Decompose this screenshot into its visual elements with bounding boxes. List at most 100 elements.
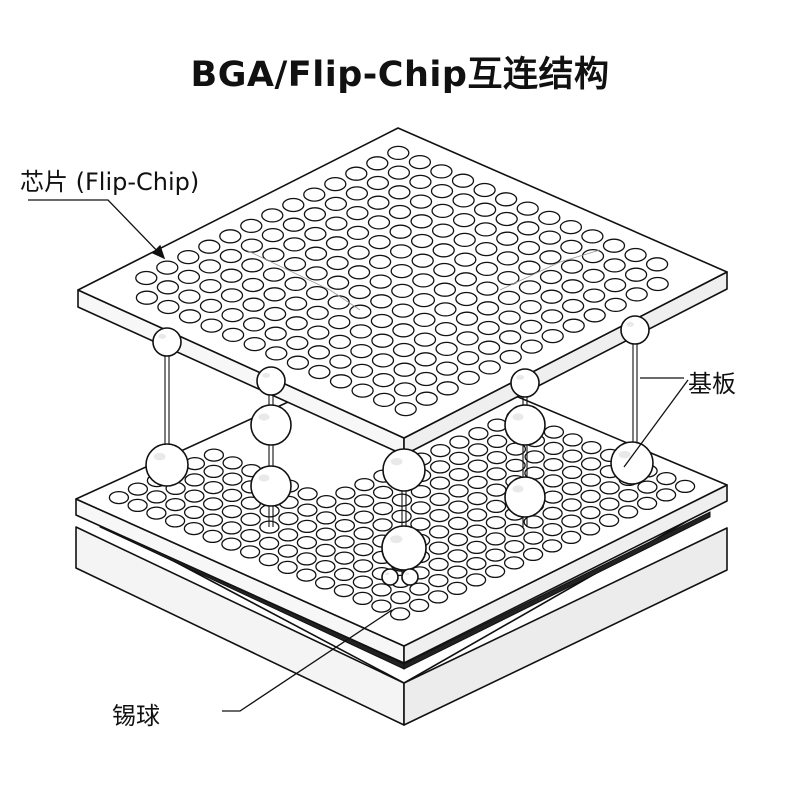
chip-pad — [517, 240, 541, 256]
substrate-pad — [352, 575, 374, 589]
chip-pad — [453, 232, 476, 248]
substrate-pad — [203, 464, 224, 479]
chip-pad — [411, 253, 434, 268]
chip-pad — [499, 349, 522, 365]
substrate-pad — [239, 545, 261, 559]
chip-pad — [497, 290, 521, 306]
substrate-pad — [523, 531, 544, 545]
substrate-pad — [637, 480, 658, 494]
substrate-pad — [354, 477, 375, 492]
substrate-pad — [315, 511, 337, 525]
substrate-pad — [503, 556, 525, 570]
chip-pad — [389, 244, 413, 259]
solder-ball — [152, 327, 182, 357]
chip-pad — [538, 230, 562, 245]
solder-ball-highlight — [404, 572, 410, 576]
substrate-pad — [314, 576, 336, 590]
chip-pad — [219, 248, 243, 264]
chip-pad — [430, 164, 453, 179]
chip-pad — [156, 280, 180, 295]
substrate-pad — [127, 482, 149, 496]
substrate-pad — [580, 489, 601, 504]
substrate-pad — [465, 573, 487, 587]
chip-pad — [583, 308, 606, 323]
chip-pad — [539, 250, 562, 265]
chip-pad — [282, 217, 306, 232]
substrate-pad — [221, 488, 243, 503]
substrate-pad — [674, 479, 696, 494]
substrate-pad — [202, 513, 224, 527]
chip-pad — [219, 229, 242, 244]
substrate-pad — [430, 443, 451, 458]
substrate-pad — [333, 567, 355, 582]
chip-pad — [347, 265, 371, 280]
chip-pad — [263, 306, 287, 322]
chip-pad — [200, 318, 223, 333]
substrate-pad — [296, 568, 317, 582]
substrate-pad — [446, 581, 468, 596]
substrate-pad — [580, 505, 601, 520]
chip-pad — [415, 391, 438, 406]
chip-pad — [284, 296, 308, 311]
substrate-pad — [448, 467, 470, 482]
chip-pad — [349, 324, 373, 339]
chip-pad — [372, 392, 396, 408]
substrate-pad — [448, 500, 469, 514]
substrate-pad — [448, 451, 470, 466]
chip-pad — [560, 239, 583, 255]
solder-ball — [250, 465, 292, 507]
chip-pad — [645, 257, 669, 272]
chip-pad — [624, 247, 647, 263]
chip-pad — [413, 332, 437, 347]
substrate-pad — [543, 425, 565, 439]
solder-ball-highlight — [390, 457, 403, 466]
chip-pad — [345, 186, 369, 201]
chip-pad — [410, 214, 433, 229]
chip-pad — [388, 185, 411, 200]
substrate-pad-grid — [108, 409, 696, 621]
chip-pad — [366, 156, 389, 171]
substrate-pad — [599, 481, 620, 495]
substrate-pad — [410, 517, 431, 531]
substrate-pad — [562, 433, 583, 447]
chip-pad — [262, 267, 286, 282]
chip-pad — [541, 328, 564, 344]
chip-pad — [476, 281, 499, 296]
substrate-pad — [353, 494, 375, 508]
chip-pad — [434, 302, 457, 317]
substrate-pad — [504, 539, 525, 554]
chip-pad — [409, 194, 433, 209]
substrate-pad — [296, 519, 318, 534]
solder-ball — [504, 404, 546, 446]
chip-leader-line — [28, 199, 165, 259]
substrate-pad — [466, 524, 488, 538]
chip-pad — [370, 294, 393, 309]
chip-pad — [178, 289, 201, 304]
chip-pad — [264, 326, 287, 341]
chip-pad — [559, 219, 583, 235]
chip-pad — [581, 248, 605, 264]
chip-pad — [561, 279, 584, 294]
chip-pad — [305, 285, 329, 301]
substrate-pad — [221, 521, 242, 535]
solder-ball — [381, 525, 427, 571]
chip-pad — [156, 260, 179, 275]
substrate-pad — [656, 471, 677, 486]
chip-pad — [540, 309, 564, 324]
substrate-pad — [447, 565, 468, 579]
substrate-pad — [277, 528, 299, 542]
chip-pad — [517, 221, 540, 236]
chip-pad — [474, 222, 497, 237]
solder-ball-highlight — [626, 321, 635, 327]
substrate-pad — [485, 499, 507, 514]
chip-pad-grid — [135, 145, 669, 417]
substrate-pad — [428, 541, 450, 555]
substrate-pad — [447, 532, 469, 547]
substrate-pad — [352, 559, 374, 573]
chip-pad — [603, 277, 627, 293]
chip-pad — [409, 174, 432, 190]
chip-pad — [329, 374, 353, 389]
substrate-pad — [468, 426, 489, 441]
chip-pad — [496, 251, 520, 266]
solder-ball — [250, 404, 292, 446]
